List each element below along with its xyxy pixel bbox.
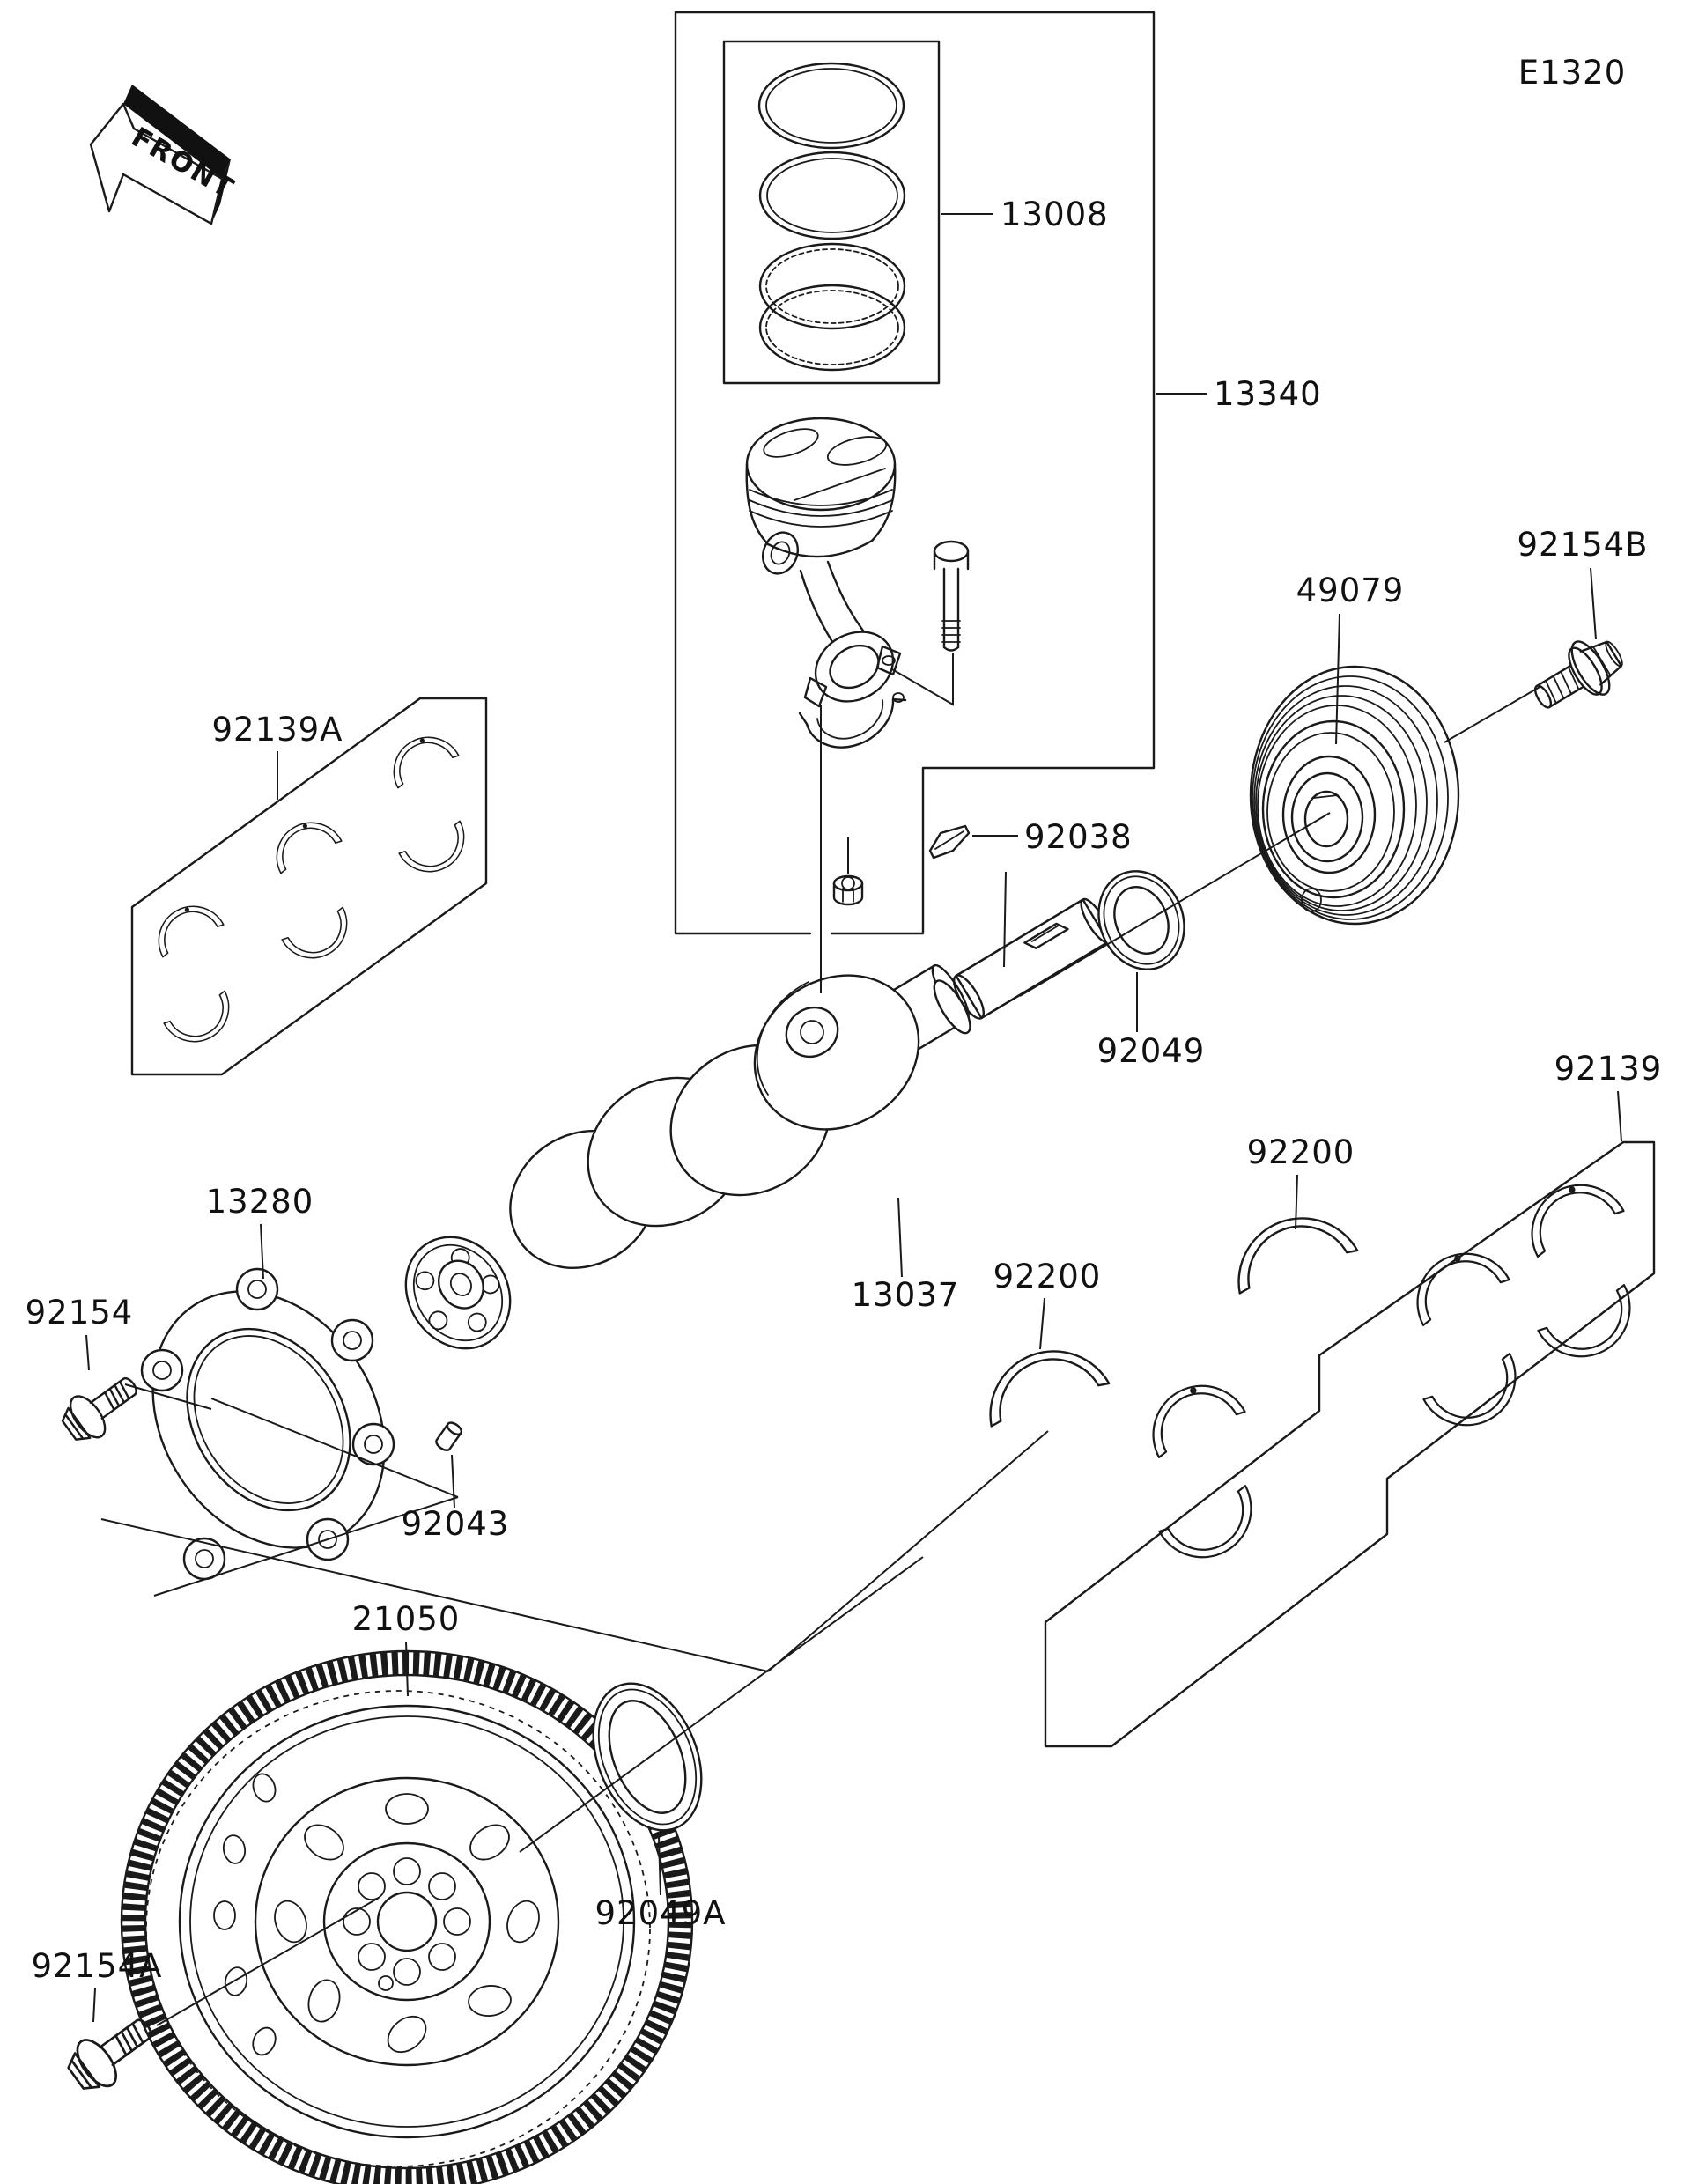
thrust-washer-a-drawing [971,1332,1111,1428]
main-bearings-box [1044,1140,1656,1748]
piston-assembly-box [674,11,1156,935]
part-label-92154: 92154 [26,1294,134,1332]
part-label-49079: 49079 [1296,572,1405,609]
part-labels: E1320 13008 13340 92154B 49079 92139A 92… [26,54,1663,1985]
woodruff-key-drawing [928,824,971,860]
part-label-13340: 13340 [1214,375,1322,413]
main-bearings-drawing [1136,1168,1647,1574]
part-label-13280: 13280 [206,1183,314,1221]
front-direction-marker: FRONT [89,85,240,225]
part-label-92049: 92049 [1097,1032,1206,1070]
part-label-92200-a: 92200 [993,1258,1102,1295]
conrod-nut-drawing [832,874,864,906]
front-oil-seal-drawing [1097,870,1185,970]
part-label-92200-b: 92200 [1247,1133,1355,1171]
dowel-pin-drawing [435,1421,462,1451]
part-label-92154A: 92154A [31,1947,162,1985]
flywheel-drawing [120,1649,694,2184]
front-arrow-icon [89,85,231,225]
conrod-bolt-drawing [933,540,970,652]
seal-retainer-drawing [140,1267,395,1581]
page-code: E1320 [1518,54,1627,92]
part-label-92038: 92038 [1024,818,1133,856]
part-label-92043: 92043 [402,1505,510,1543]
pulley-bolt-drawing [1533,640,1623,709]
part-label-13037: 13037 [852,1276,960,1314]
retainer-bolt-drawing [54,1363,149,1451]
piston-rings-drawing [757,62,906,372]
conrod-bearings-drawing [147,726,476,1054]
rear-oil-seal-drawing [592,1682,703,1832]
pulley-drawing [1249,665,1460,926]
part-label-92139: 92139 [1554,1050,1663,1088]
part-label-21050: 21050 [352,1600,461,1638]
leader-lines [85,213,1622,2026]
piston-rings-box [722,40,941,385]
flywheel-bolt-drawing [59,2003,165,2101]
thrust-washer-b-drawing [1220,1199,1359,1295]
part-label-92049A: 92049A [594,1894,726,1932]
part-label-13008: 13008 [1001,196,1109,233]
piston-assembly-drawing [745,417,970,906]
crankshaft-drawing [404,897,1111,1350]
part-label-92154B: 92154B [1517,526,1648,564]
conrod-bearings-box [130,697,488,1076]
part-label-92139A: 92139A [211,711,343,749]
